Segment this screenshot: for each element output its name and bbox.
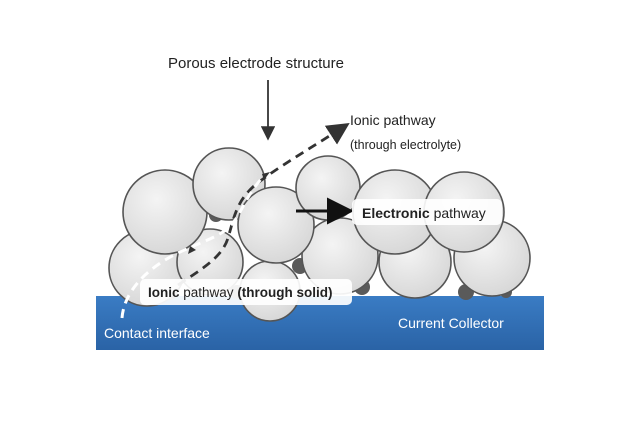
contact-interface-label: Contact interface: [104, 325, 210, 341]
particle: [237, 186, 315, 264]
ionic-electrolyte-subtitle: (through electrolyte): [350, 138, 461, 152]
current-collector-label: Current Collector: [398, 315, 504, 331]
solid-path-arrowhead: [262, 172, 270, 180]
electronic-label-backdrop: [352, 199, 502, 225]
ionic-solid-bold-1: Ionic: [148, 285, 180, 300]
ionic-solid-label-backdrop: [140, 279, 352, 305]
ionic-pathway-electrolyte: [177, 122, 350, 287]
ionic-solid-mid: pathway: [180, 285, 238, 300]
electronic-rest-text: pathway: [430, 205, 486, 221]
ionic-pathway-solid: [120, 177, 264, 319]
ionic-solid-label: Ionic pathway (through solid): [148, 285, 333, 300]
electrode-particles: [108, 147, 531, 322]
electronic-bold-text: Electronic: [362, 205, 430, 221]
ionic-electrolyte-title: Ionic pathway: [350, 112, 436, 128]
ionic-solid-bold-2: (through solid): [237, 285, 332, 300]
solid-path-arrowhead: [188, 246, 196, 254]
electronic-pathway-label: Electronic pathway: [362, 205, 486, 221]
porous-structure-label: Porous electrode structure: [168, 55, 344, 72]
